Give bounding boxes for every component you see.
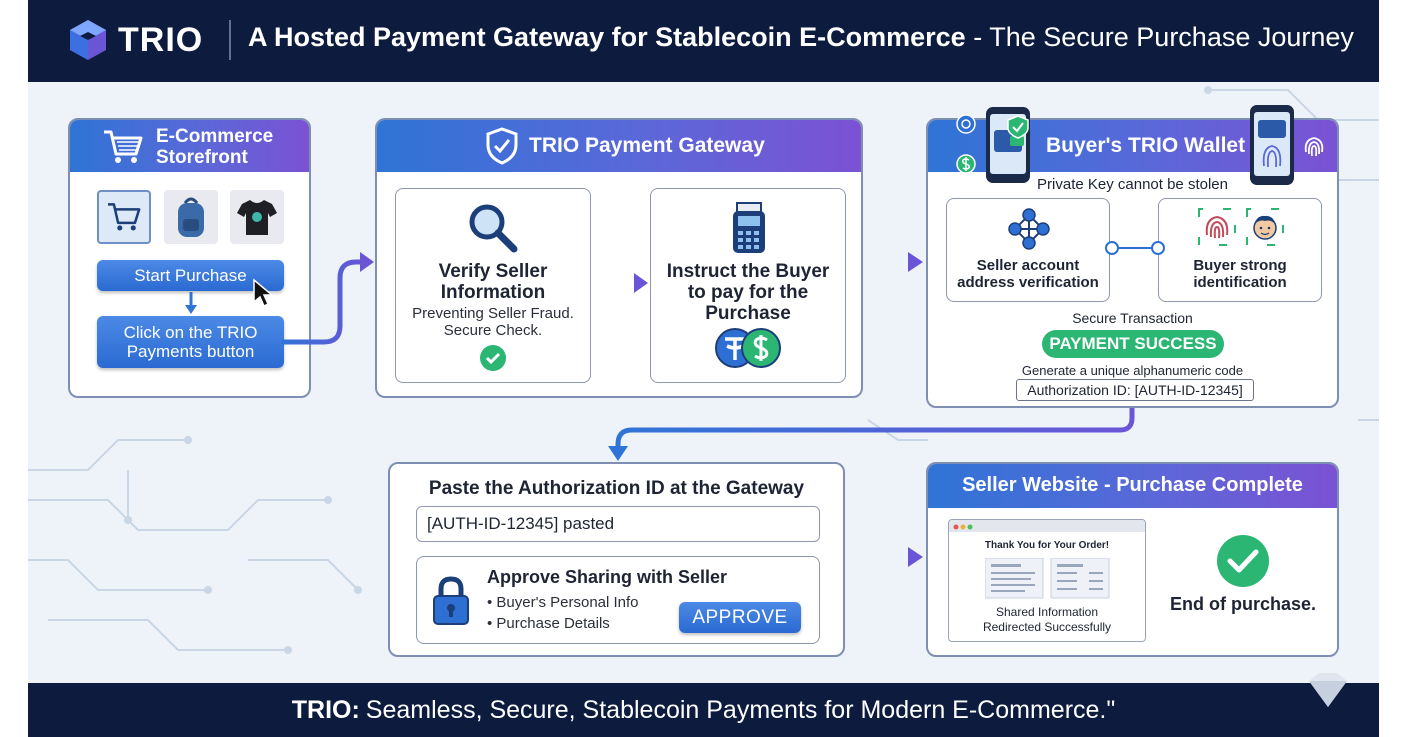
header-divider xyxy=(229,20,231,60)
approve-item-purchase-details: • Purchase Details xyxy=(487,615,610,632)
mouse-cursor-icon xyxy=(253,278,274,308)
verify-subtitle: Preventing Seller Fraud. Secure Check. xyxy=(396,305,590,339)
tshirt-icon xyxy=(237,200,277,235)
wallet-title: Buyer's TRIO Wallet xyxy=(1046,134,1246,157)
diamond-icon xyxy=(1309,673,1347,707)
title-bold: A Hosted Payment Gateway for Stablecoin … xyxy=(248,22,966,52)
start-purchase-button[interactable]: Start Purchase xyxy=(97,260,284,291)
authorization-id-input[interactable]: [AUTH-ID-12345] pasted xyxy=(416,506,820,542)
verify-title-line1: Verify Seller xyxy=(438,261,548,282)
instruct-buyer-card: Instruct the Buyer to pay for the Purcha… xyxy=(650,188,846,383)
fingerprint-icon xyxy=(1198,208,1236,246)
footer-tagline: Seamless, Secure, Stablecoin Payments fo… xyxy=(365,695,1116,724)
phone-wallet-icon xyxy=(956,107,1030,183)
face-id-icon xyxy=(1246,208,1284,246)
check-circle-icon xyxy=(480,345,506,371)
approve-item-text: Buyer's Personal Info xyxy=(496,594,639,611)
product-thumb-tshirt[interactable] xyxy=(230,190,284,244)
seller-verification-text: Seller account address verification xyxy=(947,257,1109,291)
cart-icon xyxy=(104,130,143,163)
instruct-line2: to pay for the xyxy=(687,282,809,303)
browser-titlebar xyxy=(949,520,1145,532)
check-circle-icon xyxy=(1217,535,1269,587)
trio-button-line2: Payments button xyxy=(126,342,255,361)
buyer-identification-text: Buyer strong identification xyxy=(1159,257,1321,291)
stablecoin-icons xyxy=(715,328,781,368)
order-summary-mockup xyxy=(985,558,1110,599)
browser-window: Thank You for Your Order! Shared Informa… xyxy=(948,519,1146,642)
wallet-subtitle: Private Key cannot be stolen xyxy=(1037,176,1228,193)
seller-line2: address verification xyxy=(957,274,1099,291)
approve-item-personal-info: • Buyer's Personal Info xyxy=(487,594,639,611)
instruct-line3: Purchase xyxy=(705,303,791,324)
gateway-title: TRIO Payment Gateway xyxy=(529,134,765,157)
product-thumb-backpack[interactable] xyxy=(164,190,218,244)
verify-sub-line1: Preventing Seller Fraud. xyxy=(412,305,574,322)
instruct-title: Instruct the Buyer to pay for the Purcha… xyxy=(651,261,845,324)
generate-code-label: Generate a unique alphanumeric code xyxy=(1021,363,1244,378)
footer-bar: TRIO: Seamless, Secure, Stablecoin Payme… xyxy=(28,673,1379,737)
shared-line1: Shared Information xyxy=(995,605,1099,619)
trio-logo: TRIO xyxy=(66,18,203,62)
buyer-identification-card: Buyer strong identification xyxy=(1158,198,1322,302)
seller-line1: Seller account xyxy=(976,257,1080,274)
paste-authorization-panel: Paste the Authorization ID at the Gatewa… xyxy=(388,462,845,657)
purchase-complete-panel: Seller Website - Purchase Complete Thank… xyxy=(926,462,1339,657)
authorization-id-box: Authorization ID: [AUTH-ID-12345] xyxy=(1016,379,1254,401)
storefront-panel: E-Commerce Storefront Start Purchase xyxy=(68,118,311,398)
title-separator: - xyxy=(965,22,990,52)
header-bar: TRIO A Hosted Payment Gateway for Stable… xyxy=(28,0,1379,82)
verify-seller-card: Verify Seller Information Preventing Sel… xyxy=(395,188,591,383)
page-title: A Hosted Payment Gateway for Stablecoin … xyxy=(248,22,1354,53)
title-rest: The Secure Purchase Journey xyxy=(989,22,1354,52)
verify-sub-line2: Secure Check. xyxy=(443,322,543,339)
fingerprint-icon xyxy=(1304,137,1324,157)
paste-title: Paste the Authorization ID at the Gatewa… xyxy=(428,478,805,499)
approve-button[interactable]: APPROVE xyxy=(679,602,801,633)
verify-title-line2: Information xyxy=(440,282,546,303)
gateway-header: TRIO Payment Gateway xyxy=(377,120,861,172)
approve-item-text: Purchase Details xyxy=(496,615,610,632)
shield-check-icon xyxy=(486,127,518,165)
verify-title: Verify Seller Information xyxy=(396,261,590,303)
payment-success-badge: PAYMENT SUCCESS xyxy=(1042,330,1224,358)
infographic-frame: TRIO A Hosted Payment Gateway for Stable… xyxy=(28,0,1379,737)
link-connector-icon xyxy=(1105,241,1165,255)
buyer-line1: Buyer strong xyxy=(1193,257,1287,274)
storefront-header: E-Commerce Storefront xyxy=(70,120,309,172)
buyer-line2: identification xyxy=(1193,274,1287,291)
shared-information-text: Shared Information Redirected Successful… xyxy=(949,605,1145,635)
shared-line2: Redirected Successfully xyxy=(982,620,1112,634)
storefront-title-line2: Storefront xyxy=(156,147,248,168)
thank-you-text: Thank You for Your Order! xyxy=(984,540,1110,551)
storefront-title: E-Commerce Storefront xyxy=(156,126,273,168)
approve-title: Approve Sharing with Seller xyxy=(487,567,728,587)
product-thumb-cart[interactable] xyxy=(97,190,151,244)
lock-icon xyxy=(433,576,469,625)
instruct-line1: Instruct the Buyer xyxy=(666,261,830,282)
end-of-purchase-text: End of purchase. xyxy=(1170,594,1317,614)
approve-sharing-card: Approve Sharing with Seller • Buyer's Pe… xyxy=(416,556,820,644)
trio-payments-button[interactable]: Click on the TRIO Payments button xyxy=(97,316,284,368)
gateway-panel: TRIO Payment Gateway Verify Seller Infor… xyxy=(375,118,863,398)
trio-button-line1: Click on the TRIO xyxy=(123,323,258,342)
payment-terminal-icon xyxy=(733,202,765,253)
window-controls-icon xyxy=(953,524,973,530)
cart-icon xyxy=(108,203,141,231)
blockchain-network-icon xyxy=(1008,208,1050,250)
trio-logo-icon xyxy=(70,20,106,60)
backpack-icon xyxy=(178,197,204,237)
magnifier-icon xyxy=(469,204,518,253)
purchase-complete-header: Seller Website - Purchase Complete xyxy=(928,464,1337,508)
phone-fingerprint-icon xyxy=(1250,105,1294,185)
footer-brand: TRIO: xyxy=(291,695,360,724)
purchase-complete-title: Seller Website - Purchase Complete xyxy=(962,474,1303,496)
brand-name: TRIO xyxy=(118,20,204,59)
seller-verification-card: Seller account address verification xyxy=(946,198,1110,302)
down-arrow-icon xyxy=(185,292,197,314)
secure-transaction-label: Secure Transaction xyxy=(1072,310,1193,326)
storefront-title-line1: E-Commerce xyxy=(156,126,274,147)
